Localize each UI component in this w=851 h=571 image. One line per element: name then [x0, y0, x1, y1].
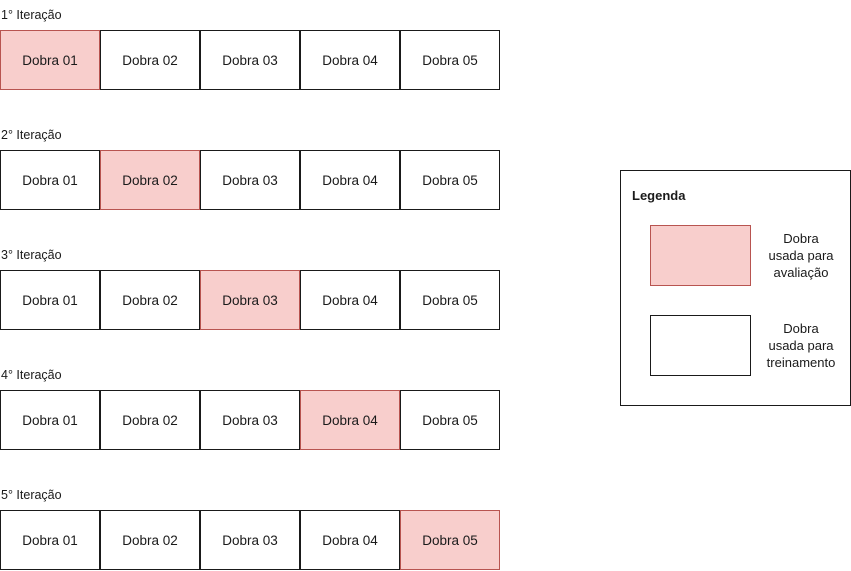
- fold-training: Dobra 05: [400, 390, 500, 450]
- fold-training: Dobra 02: [100, 30, 200, 90]
- fold-evaluation: Dobra 05: [400, 510, 500, 570]
- fold-evaluation: Dobra 03: [200, 270, 300, 330]
- legend-training-line-2: usada para: [768, 338, 834, 353]
- fold-training: Dobra 04: [300, 30, 400, 90]
- legend-evaluation-line-2: usada para: [768, 248, 834, 263]
- fold-training: Dobra 04: [300, 150, 400, 210]
- iteration-label: 4° Iteração: [1, 368, 62, 382]
- fold-training: Dobra 01: [0, 150, 100, 210]
- fold-training: Dobra 05: [400, 30, 500, 90]
- legend-evaluation-label: Dobra usada para avaliação: [757, 230, 845, 281]
- fold-training: Dobra 01: [0, 510, 100, 570]
- fold-training: Dobra 03: [200, 510, 300, 570]
- legend-evaluation-line-3: avaliação: [773, 265, 829, 280]
- fold-evaluation: Dobra 01: [0, 30, 100, 90]
- legend-training-line-3: treinamento: [766, 355, 836, 370]
- iteration-label: 1° Iteração: [1, 8, 62, 22]
- iteration-label: 3° Iteração: [1, 248, 62, 262]
- fold-training: Dobra 03: [200, 150, 300, 210]
- fold-training: Dobra 04: [300, 270, 400, 330]
- legend-title: Legenda: [632, 188, 686, 203]
- legend-evaluation-swatch: [650, 225, 751, 286]
- fold-evaluation: Dobra 04: [300, 390, 400, 450]
- legend-training-label: Dobra usada para treinamento: [757, 320, 845, 371]
- legend-training-swatch: [650, 315, 751, 376]
- fold-training: Dobra 02: [100, 270, 200, 330]
- fold-training: Dobra 05: [400, 270, 500, 330]
- fold-training: Dobra 03: [200, 30, 300, 90]
- fold-training: Dobra 04: [300, 510, 400, 570]
- fold-training: Dobra 03: [200, 390, 300, 450]
- fold-training: Dobra 01: [0, 390, 100, 450]
- legend-training-line-1: Dobra: [783, 321, 819, 336]
- legend-evaluation-line-1: Dobra: [783, 231, 819, 246]
- fold-training: Dobra 01: [0, 270, 100, 330]
- fold-evaluation: Dobra 02: [100, 150, 200, 210]
- iteration-label: 5° Iteração: [1, 488, 62, 502]
- fold-training: Dobra 02: [100, 510, 200, 570]
- fold-training: Dobra 05: [400, 150, 500, 210]
- legend-box: Legenda Dobra usada para avaliação Dobra…: [620, 170, 851, 406]
- fold-training: Dobra 02: [100, 390, 200, 450]
- iteration-label: 2° Iteração: [1, 128, 62, 142]
